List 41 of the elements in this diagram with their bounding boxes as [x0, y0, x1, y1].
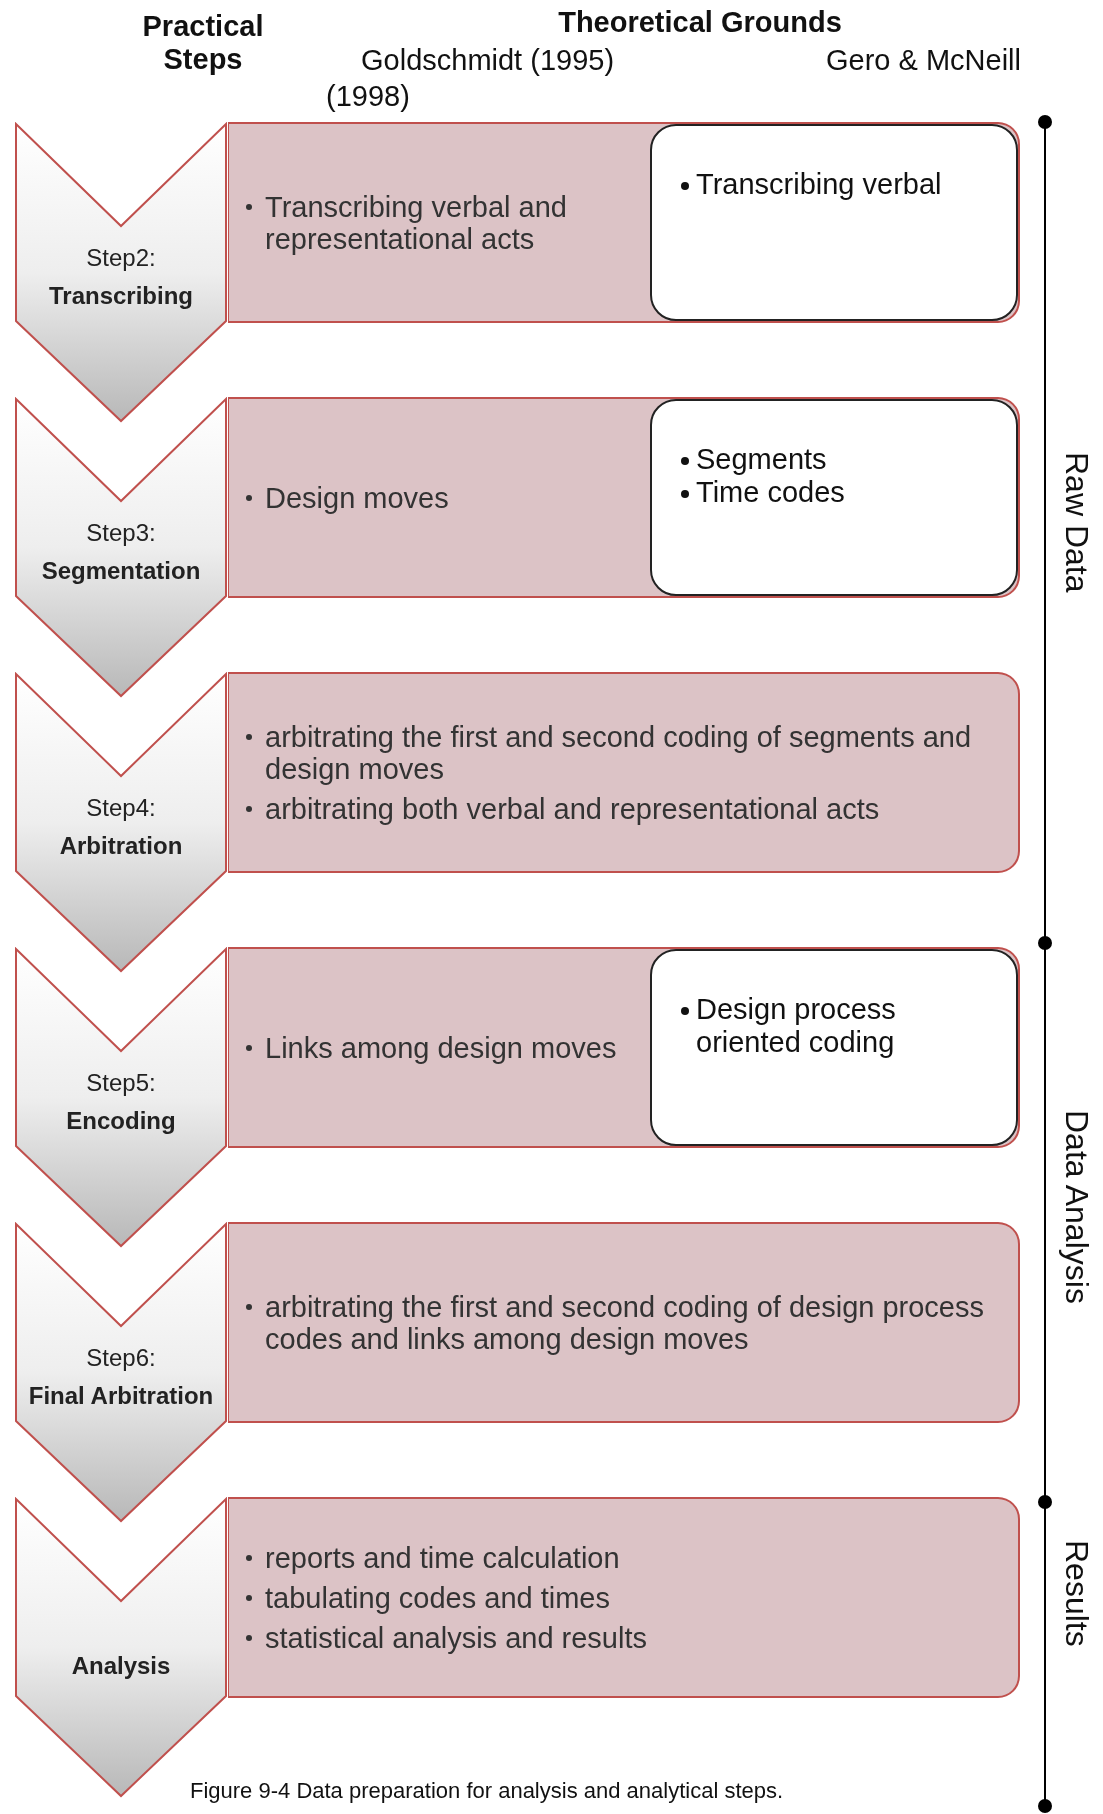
bullet-text: statistical analysis and results — [265, 1621, 647, 1654]
column-heading: Practical Steps — [141, 10, 265, 76]
step-band — [228, 397, 1020, 598]
text-box — [650, 124, 1018, 321]
step-name: Transcribing — [47, 282, 194, 310]
bullet-text: Segments — [696, 443, 827, 475]
phase-label: Results — [1058, 1540, 1095, 1647]
step-band — [228, 122, 1020, 323]
step-band — [228, 1497, 1020, 1698]
step-number: Step4: — [85, 794, 157, 822]
bullet-text: Design moves — [265, 481, 449, 514]
phase-label: Raw Data — [1058, 452, 1095, 593]
step-band — [228, 672, 1020, 873]
step-name: Segmentation — [40, 557, 202, 585]
step-name: Encoding — [65, 1107, 177, 1135]
step-number: Step3: — [85, 519, 157, 547]
step-name: Analysis — [70, 1652, 172, 1680]
reference-text: Gero & McNeill — [826, 44, 1022, 77]
step-name: Final Arbitration — [27, 1382, 215, 1410]
text-box — [650, 949, 1018, 1146]
bullet-text: Time codes — [696, 476, 845, 508]
reference-text: Goldschmidt (1995) — [361, 44, 616, 77]
phase-label: Data Analysis — [1058, 1110, 1095, 1304]
step-number: Step2: — [85, 244, 157, 272]
step-number: Step5: — [85, 1069, 157, 1097]
figure-caption: Figure 9-4 Data preparation for analysis and analytical steps. — [190, 1778, 784, 1804]
bullet-text: arbitrating the first and second coding of design process codes and links among design moves — [265, 1290, 984, 1355]
reference-text: (1998) — [326, 80, 411, 113]
bullet-text: Transcribing verbal and representational acts — [265, 190, 567, 255]
bullet-text: tabulating codes and times — [265, 1581, 610, 1614]
step-name: Arbitration — [58, 832, 184, 860]
column-heading: Theoretical Grounds — [557, 6, 843, 39]
bullet-text: Design process oriented coding — [696, 993, 896, 1058]
bullet-text: Transcribing verbal — [696, 168, 942, 200]
bullet-text: Links among design moves — [265, 1031, 617, 1064]
bullet-text: reports and time calculation — [265, 1541, 620, 1574]
text-box — [650, 399, 1018, 596]
bullet-text: arbitrating both verbal and representational acts — [265, 792, 880, 825]
step-band — [228, 1222, 1020, 1423]
step-number: Step6: — [85, 1344, 157, 1372]
step-band — [228, 947, 1020, 1148]
